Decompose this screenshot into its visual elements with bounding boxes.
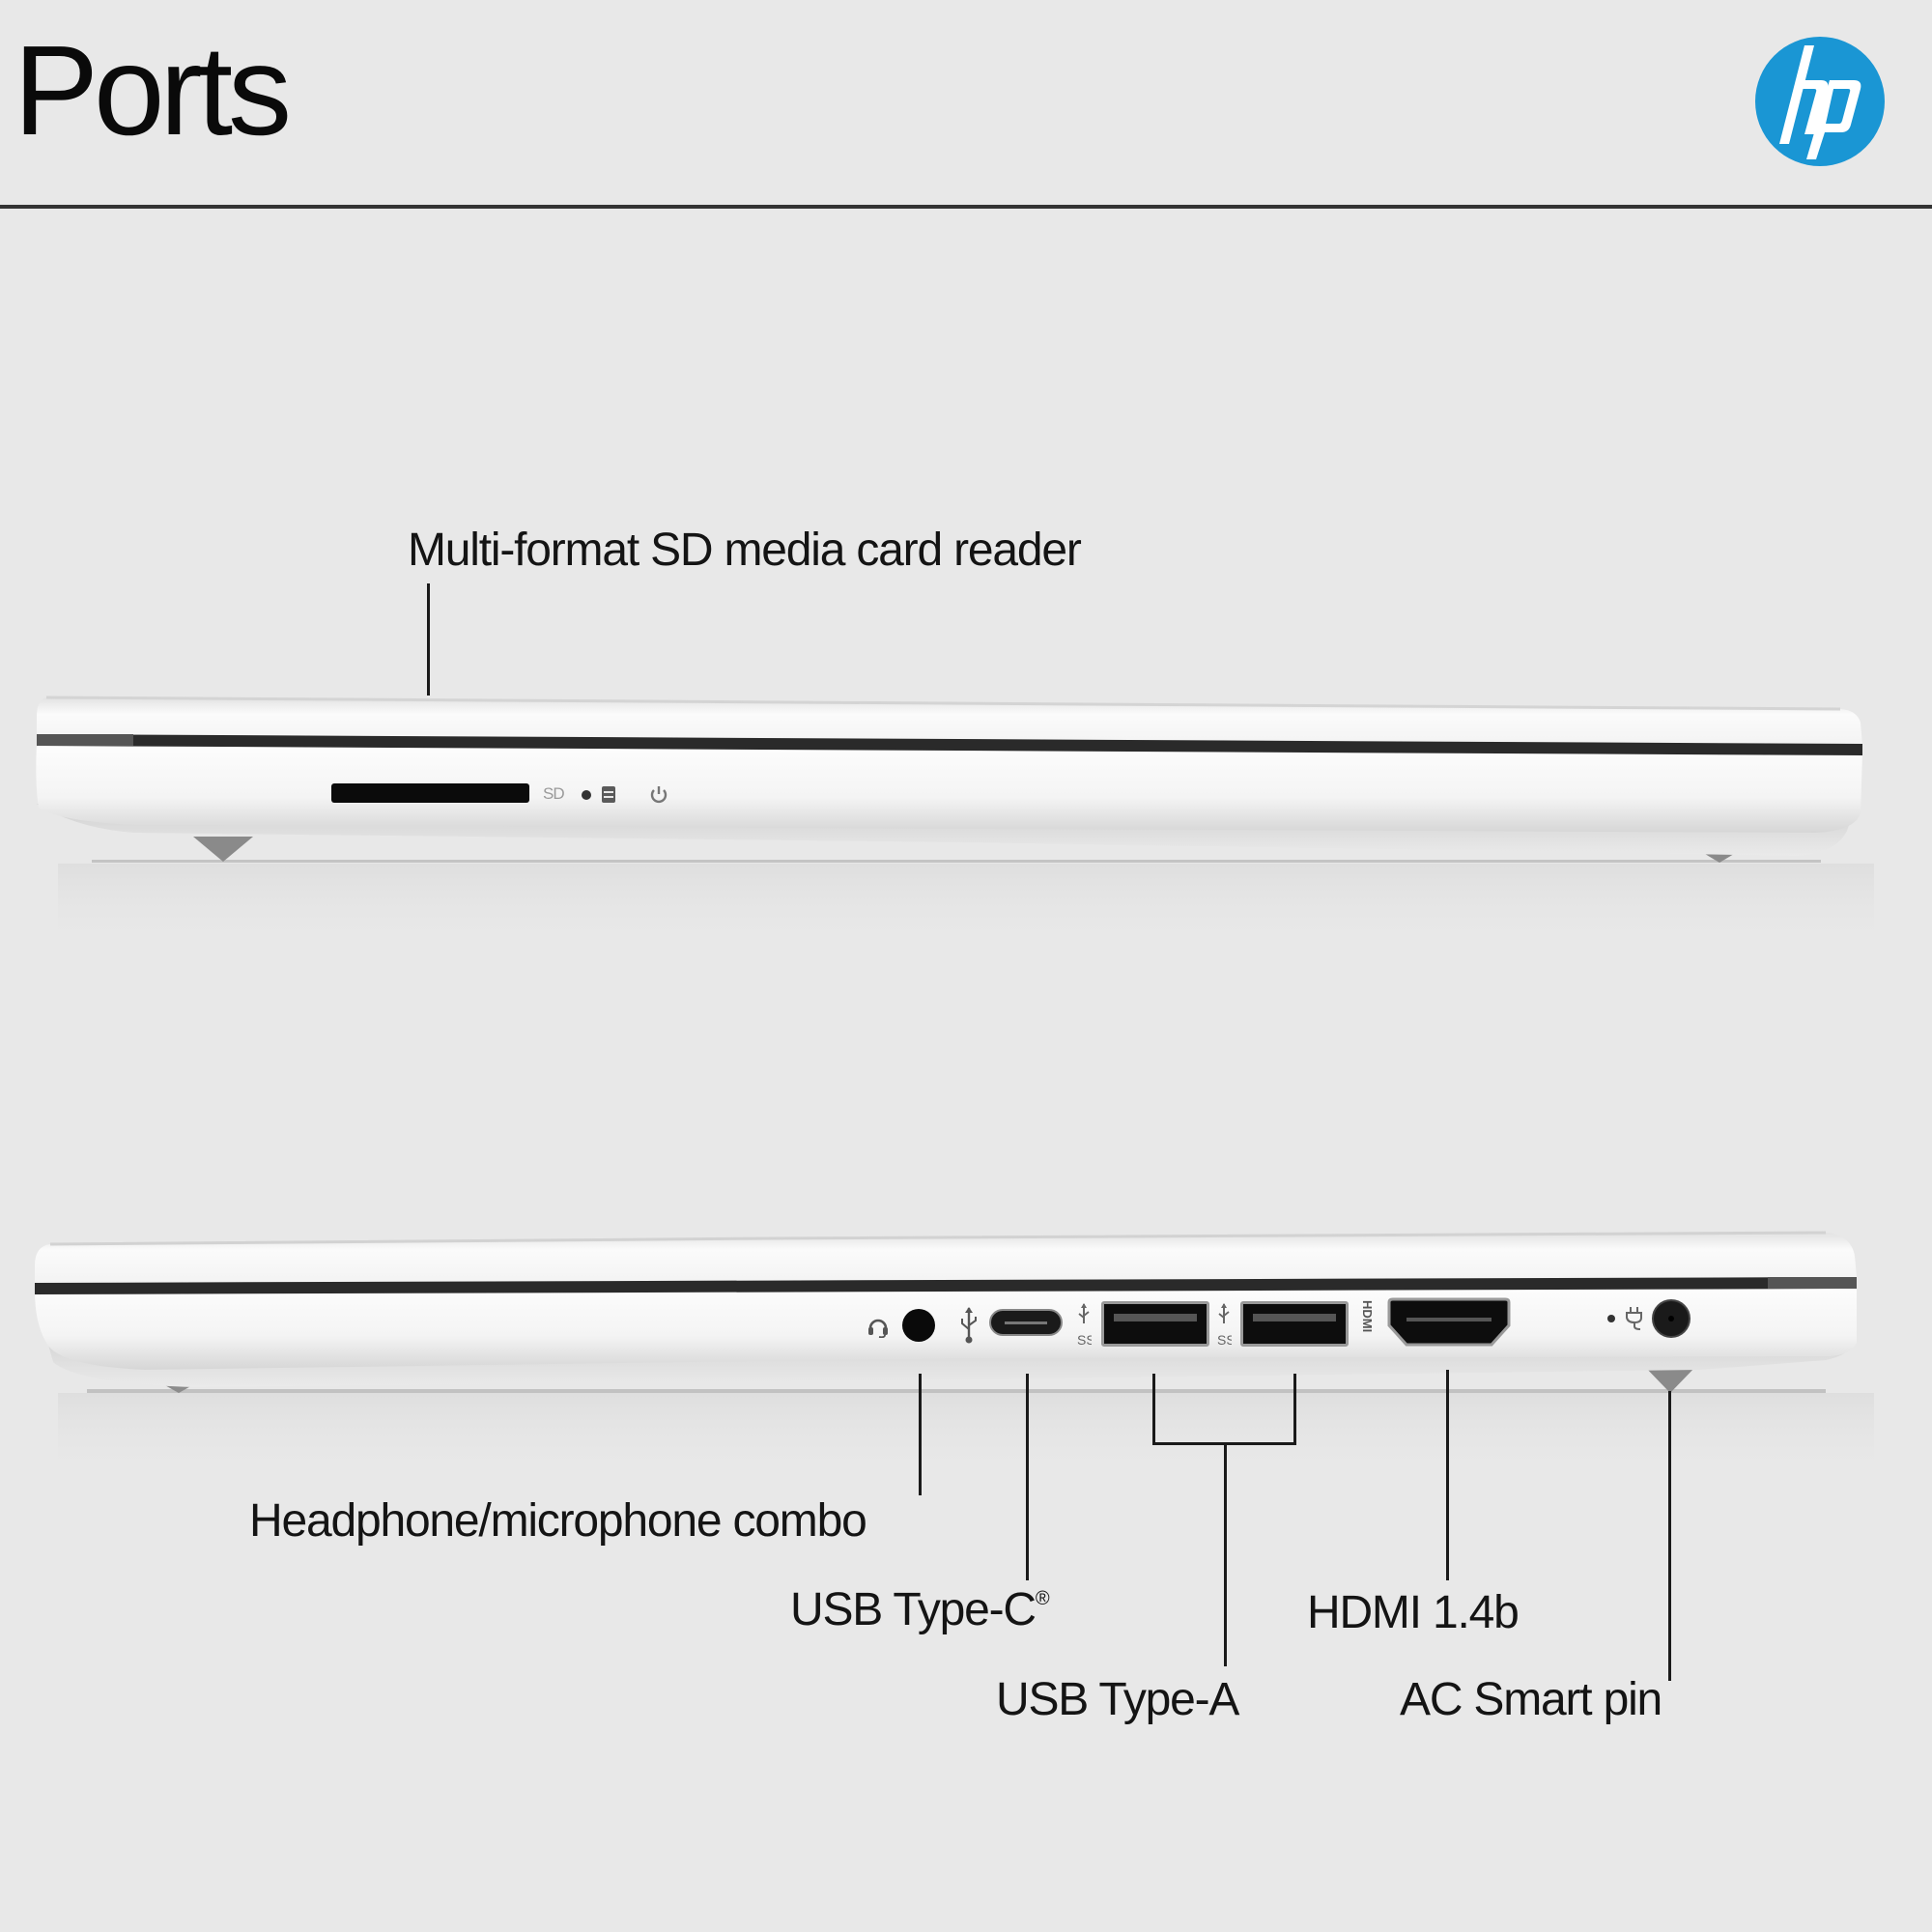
usb-c-leader-line: [1026, 1374, 1029, 1580]
callout-headphone-mic-combo: Headphone/microphone combo: [249, 1495, 867, 1547]
charging-led-dot: [1607, 1315, 1615, 1322]
ac-power-icon: [1626, 1307, 1642, 1330]
callout-usb-type-a: USB Type-A: [996, 1674, 1239, 1725]
sd-card-slot: [331, 783, 529, 803]
headphone-leader-line: [919, 1374, 922, 1495]
hp-logo-icon: [1755, 37, 1885, 166]
sd-reader-leader-line: [427, 583, 430, 696]
svg-text:HDMI: HDMI: [1360, 1300, 1375, 1332]
superspeed-usb-icon: SS: [1077, 1303, 1092, 1347]
callout-ac-smart-pin: AC Smart pin: [1400, 1674, 1662, 1725]
superspeed-usb-icon: SS: [1217, 1303, 1232, 1347]
audio-jack: [902, 1309, 935, 1342]
usb-a-port-2: [1240, 1301, 1349, 1347]
svg-text:SS: SS: [1217, 1332, 1232, 1347]
callout-hdmi: HDMI 1.4b: [1307, 1587, 1520, 1638]
activity-led-dot: [582, 790, 591, 800]
ac-power-jack: [1652, 1299, 1690, 1338]
usb-c-label-text: USB Type-C: [790, 1584, 1037, 1635]
page-title: Ports: [14, 19, 292, 161]
svg-text:SS: SS: [1077, 1332, 1092, 1347]
usb-icon: [961, 1307, 977, 1344]
usb-a-port-1: [1101, 1301, 1209, 1347]
hdmi-port: [1387, 1297, 1511, 1347]
sd-indicator-text: SD: [543, 784, 565, 803]
power-icon: [650, 786, 668, 804]
hdmi-icon: HDMI: [1360, 1300, 1375, 1332]
drive-activity-icon: [602, 786, 615, 803]
usb-a-bracket-left: [1152, 1374, 1155, 1445]
callout-usb-type-c: USB Type-C®: [790, 1587, 1050, 1634]
usb-a-leader-stem: [1224, 1442, 1227, 1666]
registered-mark: ®: [1035, 1588, 1050, 1609]
callout-sd-card-reader: Multi-format SD media card reader: [408, 525, 1082, 576]
header-divider: [0, 205, 1932, 209]
headset-icon: [868, 1319, 888, 1338]
ac-pin-leader-line: [1668, 1391, 1671, 1681]
hdmi-leader-line: [1446, 1370, 1449, 1580]
usb-a-bracket-right: [1293, 1374, 1296, 1445]
usb-c-port: [989, 1309, 1063, 1336]
